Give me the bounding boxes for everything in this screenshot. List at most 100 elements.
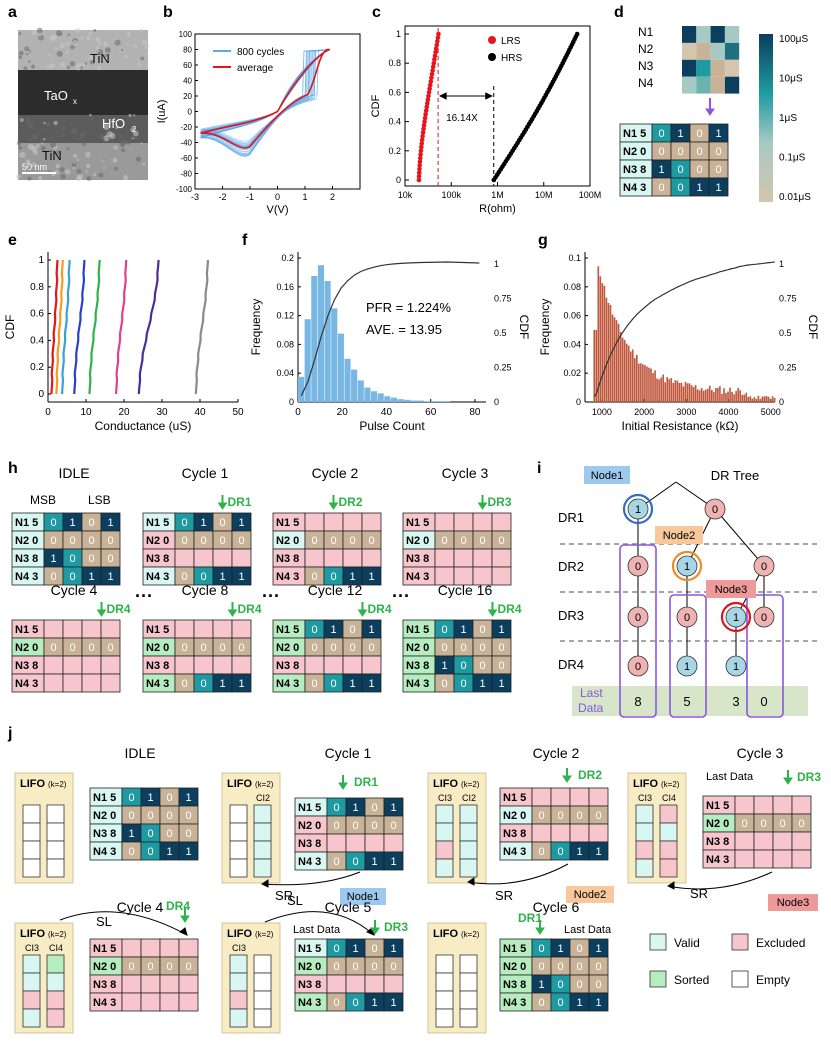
d-matrix-row-label: N4 3 [623, 182, 646, 194]
j-matrix-row-label: N1 5 [706, 800, 729, 812]
last-data-value: 8 [634, 694, 641, 709]
h-matrix-row-label: N4 3 [146, 678, 169, 690]
j-matrix-cell-bit: 0 [576, 943, 582, 955]
last-data-label: Last Data [706, 771, 754, 783]
h-matrix-cell-excluded [434, 548, 455, 568]
j-matrix-cell-bit: 0 [538, 810, 544, 822]
heatmap-cell [724, 26, 740, 43]
histogram-bar [595, 330, 598, 402]
tem-grain [31, 29, 37, 36]
lifo-c5-stack-cell [253, 1008, 272, 1028]
cycle-title: Cycle 1 [182, 465, 229, 481]
purple-arrow-head-icon [705, 108, 715, 116]
tem-grain [36, 27, 43, 34]
lifo-c2-stack-cell [459, 822, 478, 842]
h-matrix-cell-excluded [193, 655, 214, 675]
h-matrix-cell-excluded [174, 548, 195, 568]
j-matrix-cell-excluded [364, 833, 385, 853]
y-tick-label: 1 [38, 255, 44, 266]
node1-highlight [622, 493, 654, 525]
y-tick-label: 0.6 [388, 87, 401, 97]
h-matrix-cell-excluded [304, 512, 325, 532]
histogram-bar [640, 363, 642, 402]
last-data-band [572, 686, 808, 716]
h-matrix-cell-bit: 1 [107, 517, 113, 529]
j-matrix-cell-bit: 0 [798, 818, 804, 830]
h-matrix-cell-excluded [174, 619, 195, 639]
histogram-bar [629, 351, 632, 402]
tem-grain [50, 142, 57, 148]
lifo-c2-stack-cell [435, 858, 454, 878]
tem-grain [40, 145, 46, 151]
j-matrix-cell-excluded [345, 833, 366, 853]
j-matrix-cell-bit: 1 [166, 846, 172, 858]
j-matrix-row-label: N4 3 [503, 846, 526, 858]
y2-tick-label: 0.25 [494, 363, 512, 373]
legend-label-hrs: HRS [501, 53, 522, 64]
tem-grain [104, 53, 108, 57]
h-matrix-cell-bit: 0 [311, 642, 317, 654]
tem-grain [69, 61, 76, 67]
j-matrix-cell-bit: 1 [576, 997, 582, 1009]
lifo-c3-stack-cell [635, 822, 654, 842]
histogram-bar [364, 387, 371, 402]
h-matrix-cell-bit: 1 [238, 517, 244, 529]
histogram-bar [617, 323, 620, 402]
y-axis-label: CDF [3, 315, 17, 340]
tem-grain [43, 121, 46, 125]
histogram-bar [331, 308, 338, 402]
legend-label-cycles: 800 cycles [237, 47, 284, 58]
panel-label-b: b [163, 4, 173, 21]
lifo-c1-stack-cell [229, 804, 248, 824]
node3-tag [706, 580, 756, 598]
histogram-bar [757, 395, 760, 402]
lrs-point [432, 57, 437, 62]
h-matrix-cell-bit: 1 [479, 678, 485, 690]
h-matrix-row-label: N1 5 [406, 517, 429, 529]
lifo-c5-stack-cell [253, 972, 272, 992]
h-matrix-cell-bit: 0 [69, 571, 75, 583]
tem-grain [96, 66, 101, 71]
tem-grain [81, 141, 86, 147]
histogram-bar [698, 390, 701, 402]
legend-label-lrs: LRS [501, 36, 521, 47]
h-matrix-cell-bit: 0 [219, 535, 225, 547]
histogram-bar [735, 391, 737, 402]
j-matrix-cell-bit: 0 [371, 961, 377, 973]
sr-arrow-head-icon [667, 881, 675, 890]
j-matrix-cell-bit: 0 [595, 810, 601, 822]
ratio-arrow-right-icon [485, 92, 493, 100]
h-matrix-row-label: N1 5 [146, 517, 169, 529]
h-matrix-cell-bit: 0 [219, 642, 225, 654]
h-matrix-cell-bit: 1 [498, 624, 504, 636]
j-matrix-cell-excluded [121, 974, 142, 994]
j-matrix-cell [588, 841, 609, 861]
lrs-point [430, 64, 436, 70]
x-tick-label: 2 [330, 192, 335, 202]
j-matrix-cell-bit: 0 [352, 856, 358, 868]
tem-grain [89, 60, 95, 65]
tem-grain [141, 39, 148, 46]
histogram-bar [613, 317, 616, 402]
histogram-bar [377, 393, 384, 402]
y-tick-label: 0 [576, 397, 581, 407]
histogram-bar [704, 389, 707, 402]
green-arrow-head-icon [783, 777, 793, 785]
last-data-label: Last Data [293, 924, 341, 936]
lrs-point [424, 101, 430, 106]
tem-grain [31, 162, 37, 168]
histogram-bar [694, 385, 697, 402]
j-matrix-row-label: N2 0 [298, 961, 321, 973]
h-matrix-row-label: N1 5 [276, 517, 299, 529]
histogram-bar [666, 377, 669, 402]
j-matrix-cell-excluded [121, 938, 142, 958]
histogram-bar [357, 380, 364, 402]
h-matrix-cell-bit: 0 [498, 535, 504, 547]
j-matrix-cell-bit: 0 [128, 792, 134, 804]
lifo-c2-stack-cell [435, 840, 454, 860]
j-matrix-cell-bit: 0 [185, 828, 191, 840]
tree-node-value: 1 [733, 661, 739, 673]
tem-grain [95, 37, 101, 42]
y-tick-label: 0.08 [563, 282, 581, 292]
j-matrix-cell-bit: 0 [538, 961, 544, 973]
